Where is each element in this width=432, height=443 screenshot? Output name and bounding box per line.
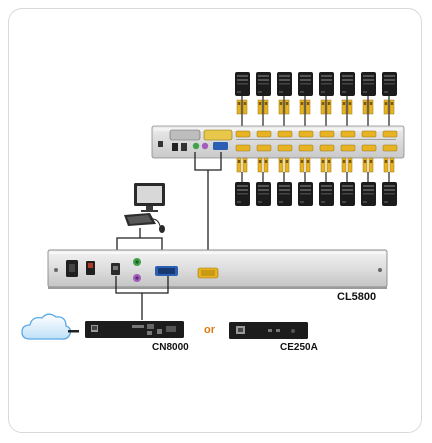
mouse-icon: [149, 218, 165, 233]
server-icon: [361, 182, 376, 206]
lower-cables: [241, 172, 390, 182]
server-icon: [340, 182, 355, 206]
ce250a-label: CE250A: [280, 342, 318, 353]
cl5800-chassis: [47, 249, 388, 289]
keyboard-icon: [124, 213, 156, 226]
server-icon: [319, 182, 334, 206]
upper-servers: [235, 72, 397, 96]
server-icon: [277, 182, 292, 206]
server-icon: [256, 182, 271, 206]
monitor-icon: [134, 183, 165, 212]
console-cables: [116, 228, 163, 260]
server-icon: [277, 72, 292, 96]
server-icon: [256, 72, 271, 96]
lower-connectors: [236, 157, 395, 173]
server-icon: [235, 72, 250, 96]
or-label: or: [204, 324, 215, 336]
server-icon: [298, 182, 313, 206]
cl5800-label: CL5800: [337, 291, 377, 303]
cn8000-label: CN8000: [152, 342, 189, 353]
chassis-to-remote-cables: [115, 276, 169, 320]
ce250a-device: [229, 322, 308, 339]
kvm-switch: [151, 125, 405, 159]
upper-connectors: [236, 99, 395, 115]
cn8000-device: [85, 321, 184, 338]
server-icon: [361, 72, 376, 96]
server-icon: [235, 182, 250, 206]
server-icon: [340, 72, 355, 96]
cloud-link: [68, 330, 79, 333]
server-icon: [382, 72, 397, 96]
server-icon: [298, 72, 313, 96]
server-icon: [319, 72, 334, 96]
server-icon: [382, 182, 397, 206]
upper-cables: [241, 96, 390, 126]
cloud-icon: [21, 313, 72, 340]
lower-servers: [235, 182, 397, 206]
